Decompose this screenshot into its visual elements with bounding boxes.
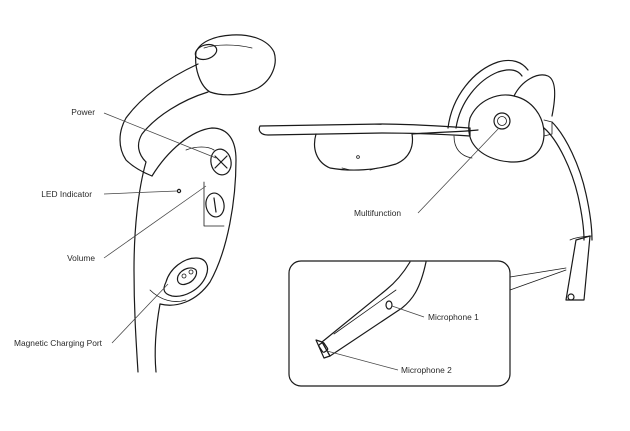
charging-port-leader: [111, 283, 169, 344]
microphone-detail-inset: [288, 260, 567, 387]
microphone-2-icon: [318, 341, 329, 353]
volume-button-icon: [205, 192, 225, 218]
led-indicator-icon: [176, 188, 182, 194]
headset-front-view: [258, 59, 593, 301]
microphone-2-label: Microphone 2: [401, 365, 452, 375]
microphone-1-leader: [391, 305, 425, 318]
microphone-1-label: Microphone 1: [428, 312, 479, 322]
magnetic-charging-port-label: Magnetic Charging Port: [14, 338, 103, 348]
multifunction-label: Multifunction: [354, 208, 401, 218]
microphone-2-leader: [326, 350, 399, 371]
power-label: Power: [71, 107, 95, 117]
multifunction-button-icon: [493, 112, 511, 130]
charging-port-icon: [163, 257, 209, 297]
volume-label: Volume: [67, 253, 95, 263]
multifunction-leader: [417, 127, 500, 214]
pod-button-icon: [194, 43, 218, 61]
microphone-1-icon: [385, 300, 393, 310]
headset-side-view: [119, 34, 276, 373]
led-leader: [103, 190, 178, 195]
callout-labels: Power LED Indicator Volume Magnetic Char…: [14, 107, 479, 375]
power-leader: [103, 112, 217, 159]
volume-leader: [103, 185, 207, 259]
led-indicator-label: LED Indicator: [41, 189, 92, 199]
power-button-icon: [210, 148, 232, 176]
leader-lines: [103, 112, 500, 371]
